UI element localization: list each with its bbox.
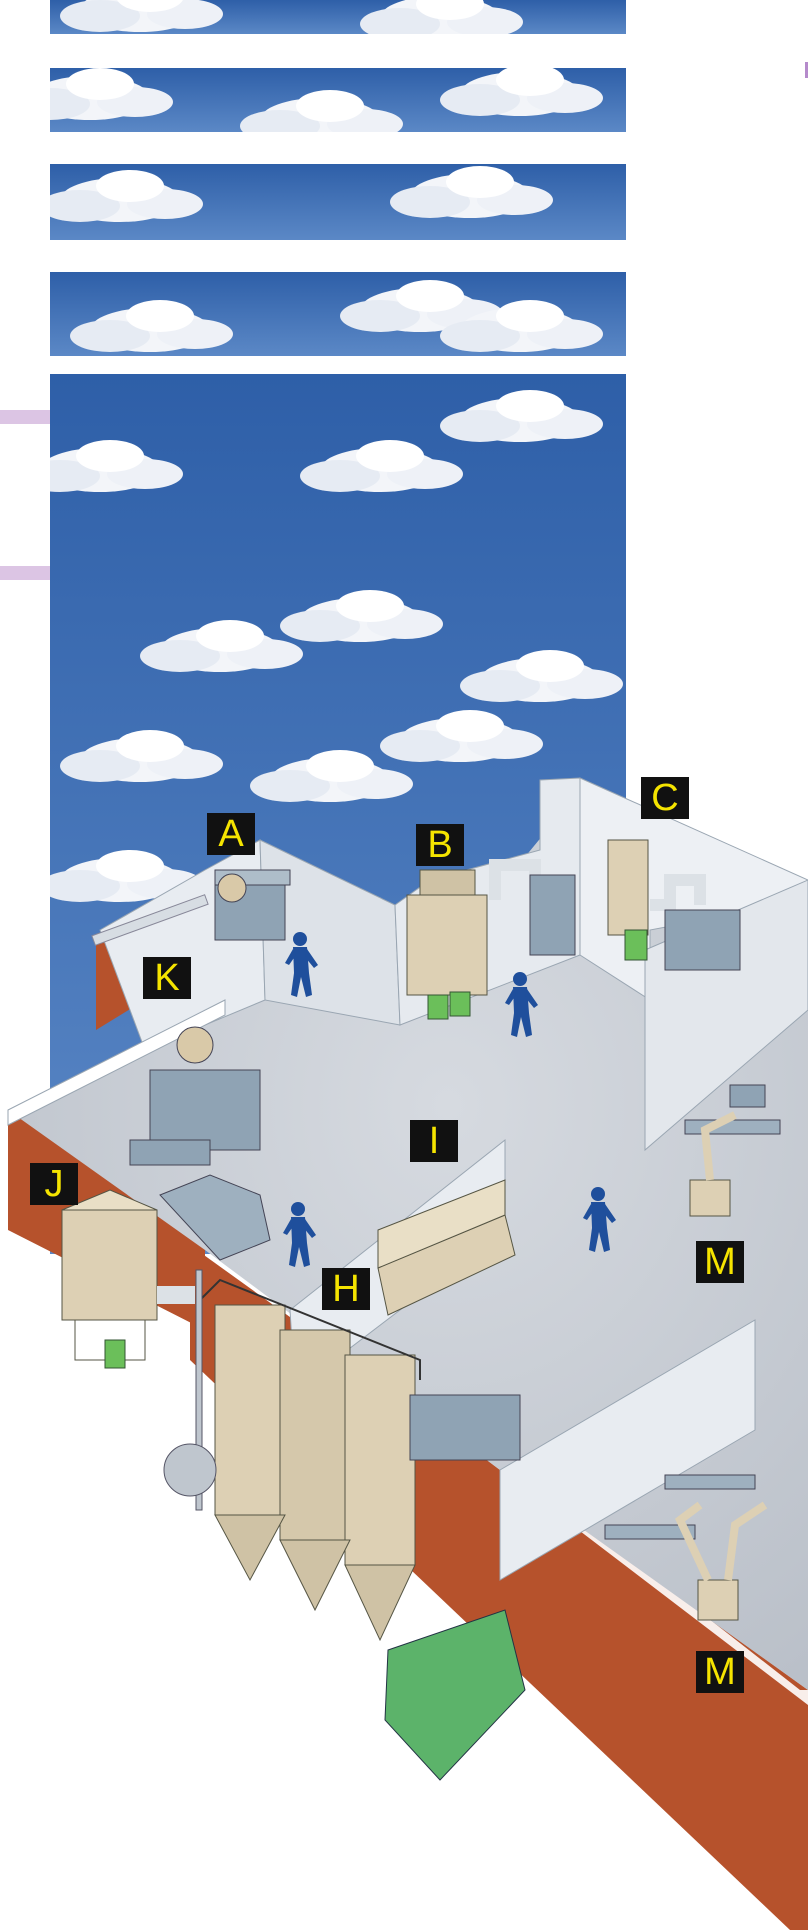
callout-i: I (410, 1120, 458, 1162)
callout-a: A (207, 813, 255, 855)
callout-m-lower: M (696, 1651, 744, 1693)
accent-bar-bottom (0, 566, 50, 580)
callout-b: B (416, 824, 464, 866)
callout-h: H (322, 1268, 370, 1310)
callout-j: J (30, 1163, 78, 1205)
callout-c: C (641, 777, 689, 819)
accent-bar-top (0, 410, 50, 424)
callout-k: K (143, 957, 191, 999)
callout-m-upper: M (696, 1241, 744, 1283)
